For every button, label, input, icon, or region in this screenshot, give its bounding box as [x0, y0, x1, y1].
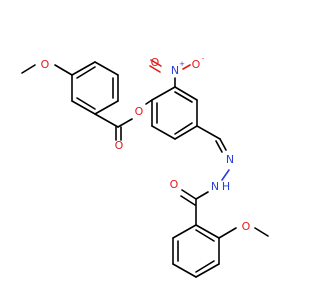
bond	[94, 113, 119, 128]
oxygen-nitro-right: O	[192, 58, 201, 71]
bond	[174, 125, 198, 140]
bond	[172, 224, 197, 239]
structure-svg: O O O N + O O - N N H O O	[21, 55, 269, 278]
bond	[215, 140, 223, 153]
molecule-diagram: O O O N + O O - N N H O O	[21, 55, 269, 278]
oxygen-nitro-top: O	[151, 56, 160, 69]
bond	[195, 260, 215, 273]
bond	[76, 97, 96, 110]
bond	[149, 65, 161, 73]
bond	[94, 61, 119, 76]
bond	[21, 64, 36, 74]
bond	[196, 125, 221, 140]
bond	[195, 229, 215, 242]
lower-anisole-ring	[172, 198, 220, 278]
bond	[219, 138, 227, 151]
bond	[195, 191, 209, 200]
bond	[221, 169, 230, 181]
nitrogen-nitro: N	[171, 64, 179, 77]
bond	[71, 100, 96, 115]
bond	[182, 64, 191, 70]
bond	[151, 125, 176, 140]
bond	[174, 122, 193, 135]
oxygen-methoxy-top: O	[41, 58, 50, 71]
oxygen-methoxy-bottom: O	[242, 220, 251, 233]
oxygen-amide-carbonyl: O	[170, 178, 179, 191]
bond	[181, 189, 197, 200]
bond	[174, 86, 198, 101]
upper-anisole-ring	[71, 61, 119, 115]
bond	[94, 100, 119, 115]
bond	[195, 263, 220, 278]
nitrogen-hydrazone-2: N	[211, 180, 219, 193]
central-ring	[151, 86, 198, 140]
hydrogen-amide: H	[222, 180, 230, 193]
nitrogen-hydrazone-1: N	[226, 153, 234, 166]
oxygen-ester-carbonyl: O	[115, 139, 124, 152]
bond	[172, 263, 197, 278]
bond	[76, 66, 96, 79]
nitro-plus-charge: +	[179, 60, 185, 68]
bond	[195, 224, 220, 239]
nitro-minus-charge: -	[202, 55, 205, 63]
bond	[150, 59, 162, 67]
bond	[151, 86, 176, 101]
oxygen-ester-link: O	[135, 105, 144, 118]
bond	[174, 91, 193, 103]
bond	[254, 227, 269, 237]
bond	[54, 64, 73, 76]
bond	[218, 227, 237, 239]
bond	[180, 195, 196, 206]
bond	[117, 118, 133, 128]
bond	[145, 99, 153, 105]
bond	[71, 61, 96, 76]
